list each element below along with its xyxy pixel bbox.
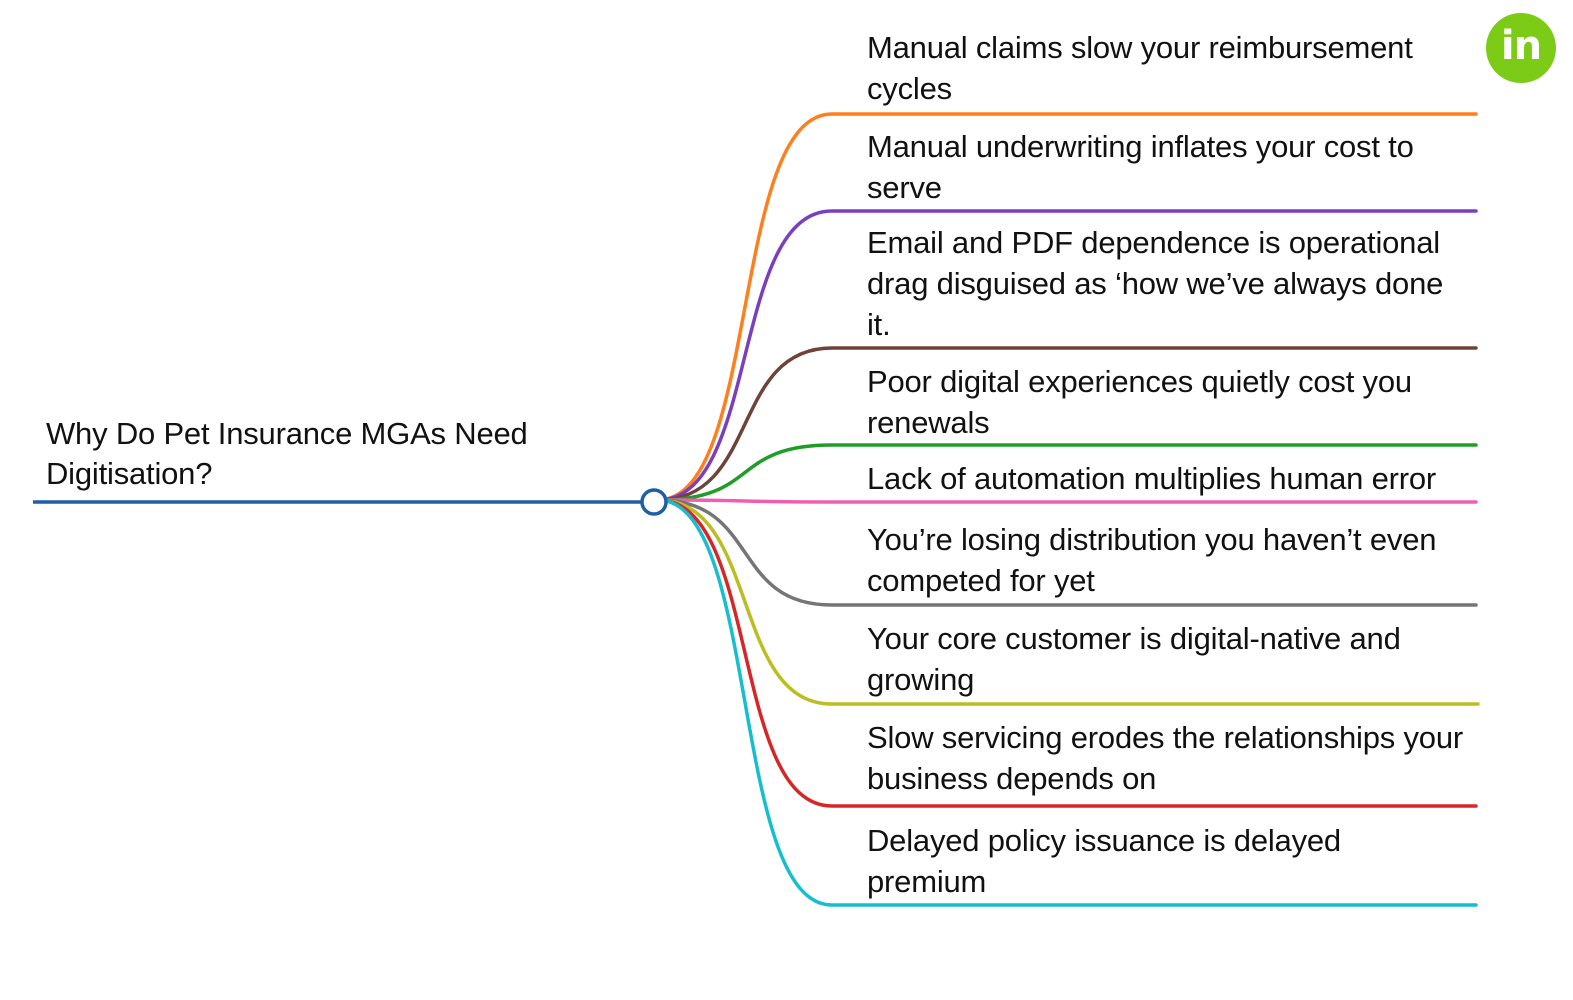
branch-line-servicing <box>656 498 1478 808</box>
branch-label-underwriting: Manual underwriting inflates your cost t… <box>867 129 1414 205</box>
branch-line-digital-experience <box>656 443 1478 502</box>
branch-line-policy-issuance <box>656 498 1478 907</box>
branch-label-distribution: You’re losing distribution you haven’t e… <box>867 522 1437 598</box>
branch-line-digital-native <box>656 498 1480 706</box>
branch-label-digital-experience: Poor digital experiences quietly cost yo… <box>867 364 1412 440</box>
branch-label-email-pdf: Email and PDF dependence is operational … <box>867 225 1444 342</box>
branch-line-distribution <box>656 498 1478 607</box>
branch-line-claims <box>656 112 1478 502</box>
branch-line-automation <box>656 498 1478 504</box>
root-topic-title: Why Do Pet Insurance MGAs Need Digitisat… <box>46 416 528 491</box>
branch-label-servicing: Slow servicing erodes the relationships … <box>867 720 1464 796</box>
branch-label-policy-issuance: Delayed policy issuance is delayed premi… <box>867 823 1341 899</box>
branch-label-claims: Manual claims slow your reimbursement cy… <box>867 30 1413 106</box>
branch-label-digital-native: Your core customer is digital-native and… <box>867 621 1401 697</box>
brand-logo-icon: in <box>1486 13 1556 83</box>
branch-line-underwriting <box>656 209 1478 502</box>
root-node-circle <box>640 488 668 516</box>
branch-label-automation: Lack of automation multiplies human erro… <box>867 461 1437 496</box>
branch-line-email-pdf <box>656 346 1478 502</box>
